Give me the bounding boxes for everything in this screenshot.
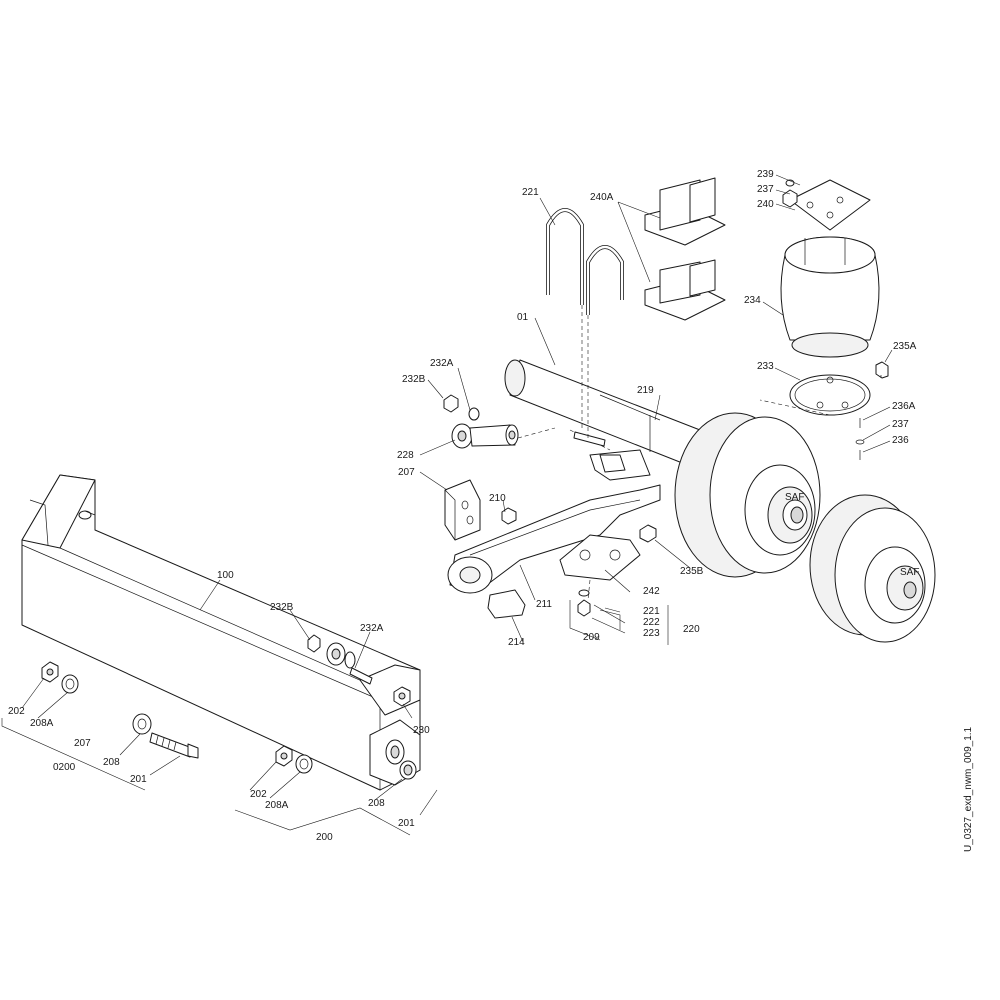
- label-242: 242: [643, 586, 660, 597]
- document-id: U_0327_exd_nwm_009_1.1: [963, 726, 974, 852]
- label-240: 240: [757, 199, 774, 210]
- label-221-lower: 221: [643, 606, 660, 617]
- label-210: 210: [489, 493, 506, 504]
- bracket-207: [444, 479, 481, 541]
- label-201-left: 201: [130, 774, 147, 785]
- label-235A: 235A: [893, 341, 917, 352]
- label-201-right: 201: [398, 818, 415, 829]
- label-209: 209: [583, 632, 600, 643]
- label-220: 220: [683, 624, 700, 635]
- label-219: 219: [637, 385, 654, 396]
- cross-member-100: [21, 474, 421, 791]
- label-221-upper: 221: [522, 187, 539, 198]
- label-0200: 0200: [53, 762, 76, 773]
- label-208-left: 208: [103, 757, 120, 768]
- label-211: 211: [536, 599, 552, 610]
- bushing-lower: [307, 634, 373, 685]
- brake-disc-hub: SAF: [809, 494, 936, 643]
- label-236: 236: [892, 435, 909, 446]
- trailing-arm-211: [447, 429, 661, 594]
- label-237-lower: 237: [892, 419, 909, 430]
- label-232A-upper: 232A: [430, 358, 454, 369]
- label-222: 222: [643, 617, 660, 628]
- clamp-plate-242: [487, 507, 657, 619]
- part-labels: 01 100 200 201 201 202 202 207 207 0200 …: [8, 169, 917, 843]
- label-01: 01: [517, 312, 529, 323]
- hardware-left: [41, 661, 199, 759]
- label-230: 230: [413, 725, 430, 736]
- label-233: 233: [757, 361, 774, 372]
- label-207-lower: 207: [74, 738, 91, 749]
- label-200: 200: [316, 832, 333, 843]
- label-100: 100: [217, 570, 234, 581]
- brand-mark-2: SAF: [900, 567, 919, 578]
- label-207-upper: 207: [398, 467, 415, 478]
- hardware-right: [275, 686, 417, 780]
- label-208A-right: 208A: [265, 800, 289, 811]
- label-232B-upper: 232B: [402, 374, 426, 385]
- u-bolts-221: [546, 208, 624, 440]
- label-214: 214: [508, 637, 525, 648]
- brake-drum-hub: SAF: [674, 412, 821, 578]
- label-208A-left: 208A: [30, 718, 54, 729]
- label-234: 234: [744, 295, 761, 306]
- leader-lines: [1, 174, 893, 836]
- label-236A: 236A: [892, 401, 916, 412]
- brackets-240A: [644, 177, 726, 321]
- label-235B: 235B: [680, 566, 704, 577]
- air-spring-234: [759, 179, 889, 460]
- label-208-right: 208: [368, 798, 385, 809]
- label-239: 239: [757, 169, 774, 180]
- label-240A: 240A: [590, 192, 614, 203]
- label-202-right: 202: [250, 789, 267, 800]
- label-223: 223: [643, 628, 660, 639]
- brand-mark-1: SAF: [785, 492, 804, 503]
- label-237-upper: 237: [757, 184, 774, 195]
- label-232B-lower: 232B: [270, 602, 294, 613]
- label-232A-lower: 232A: [360, 623, 384, 634]
- label-228: 228: [397, 450, 414, 461]
- shock-absorber-228: [443, 394, 556, 449]
- label-202-left: 202: [8, 706, 25, 717]
